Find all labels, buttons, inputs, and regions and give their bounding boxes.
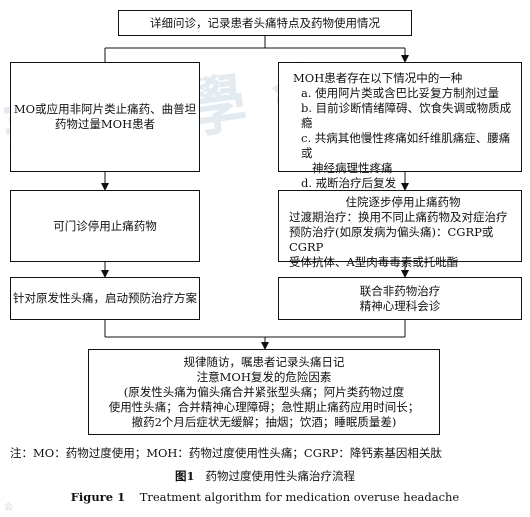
right1-item-c: c. 共病其他慢性疼痛如纤维肌痛症、腰痛或	[301, 131, 511, 160]
right2-line-3: 预防治疗(如原发病为偏头痛)：CGRP或CGRP	[289, 225, 494, 254]
right2-line-2: 过渡期治疗：换用不同止痛药物及对症治疗	[289, 210, 508, 224]
bottom-line-4: 使用性头痛；合并精神心理障碍；急性期止痛药应用时间长；	[108, 399, 420, 414]
abbreviation-note: 注：MO：药物过度使用；MOH：药物过度使用性头痛；CGRP：降钙素基因相关肽	[10, 446, 442, 460]
bottom-line-2: 注意MOH复发的危险因素	[196, 369, 332, 384]
caption-chinese: 图1 药物过度使用性头痛治疗流程	[0, 468, 530, 484]
left1-line-2: 药物过量MOH患者	[54, 117, 156, 131]
bottom-line-3: (原发性头痛为偏头痛合并紧张型头痛；阿片类药物过度	[123, 384, 405, 399]
box-top-text: 详细问诊，记录患者头痛特点及药物使用情况	[150, 15, 380, 30]
left2-text: 可门诊停用止痛药物	[53, 218, 157, 233]
right3-line-2: 精神心理科会诊	[359, 298, 441, 313]
right1-item-d: d. 戒断治疗后复发	[301, 176, 397, 190]
right2-line-1: 住院逐步停用止痛药物	[345, 195, 461, 209]
box-right-nonpharm: 联合非药物治疗 精神心理科会诊	[278, 277, 522, 320]
bottom-line-5: 撤药2个月后症状无缓解；抽烟；饮酒；睡眠质量差)	[131, 414, 397, 429]
box-left-mo: MO或应用非阿片类止痛药、曲普坦 药物过量MOH患者	[10, 62, 200, 172]
caption-cn-text: 药物过度使用性头痛治疗流程	[205, 469, 355, 483]
left3-text: 针对原发性头痛，启动预防治疗方案	[13, 291, 197, 305]
box-right-moh-conditions: MOH患者存在以下情况中的一种 a. 使用阿片类或含巴比妥复方制剂过量 b. 目…	[278, 62, 522, 190]
caption-cn-label: 图1	[175, 469, 195, 483]
right1-item-b: b. 目前诊断情绪障碍、饮食失调或物质成瘾	[301, 101, 512, 130]
caption-en-text: Treatment algorithm for medication overu…	[139, 490, 460, 504]
right3-line-1: 联合非药物治疗	[359, 283, 441, 298]
caption-en-label: Figure 1	[70, 490, 126, 504]
left1-line-1: MO或应用非阿片类止痛药、曲普坦	[13, 102, 197, 116]
box-left-outpatient: 可门诊停用止痛药物	[10, 190, 200, 262]
right2-line-4: 受体抗体、A型肉毒毒素或托吡酯	[289, 255, 459, 269]
box-top-assessment: 详细问诊，记录患者头痛特点及药物使用情况	[118, 10, 412, 36]
bottom-line-1: 规律随访，嘱患者记录头痛日记	[183, 354, 345, 369]
right1-title: MOH患者存在以下情况中的一种	[293, 71, 463, 85]
watermark-small: 会	[4, 503, 14, 513]
box-left-prevention: 针对原发性头痛，启动预防治疗方案	[10, 277, 200, 320]
caption-english: Figure 1 Treatment algorithm for medicat…	[0, 490, 530, 504]
box-right-inpatient: 住院逐步停用止痛药物 过渡期治疗：换用不同止痛药物及对症治疗 预防治疗(如原发病…	[278, 190, 522, 269]
box-bottom-followup: 规律随访，嘱患者记录头痛日记 注意MOH复发的危险因素 (原发性头痛为偏头痛合并…	[88, 349, 440, 435]
right1-item-a: a. 使用阿片类或含巴比妥复方制剂过量	[301, 86, 500, 100]
right1-item-c-cont: 神经病理性疼痛	[301, 161, 393, 175]
